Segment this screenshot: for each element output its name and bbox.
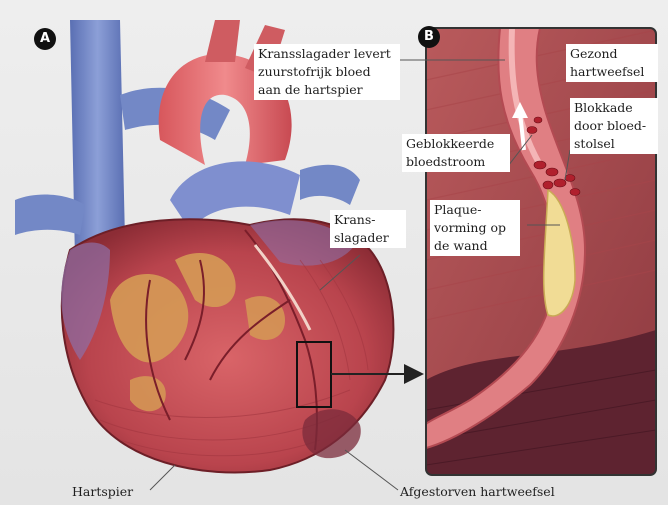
label-blockage: Blokkade door bloed-stolsel xyxy=(570,98,658,154)
pulmonary-vein xyxy=(15,195,85,235)
label-plaque: Plaque-vorming op de wand xyxy=(430,200,520,256)
label-heart-muscle: Hartspier xyxy=(72,483,133,501)
panel-b-badge: B xyxy=(418,26,440,48)
panel-a-badge: A xyxy=(34,28,56,50)
label-coronary-artery-main: Kransslagader levert zuurstofrijk bloed … xyxy=(254,44,400,100)
label-healthy-tissue: Gezond hartweefsel xyxy=(566,44,658,82)
label-dead-tissue: Afgestorven hartweefsel xyxy=(400,483,555,501)
label-blocked-flow: Geblokkeerde bloedstroom xyxy=(402,134,510,172)
label-coronary-artery-short: Krans-slagader xyxy=(330,210,406,248)
